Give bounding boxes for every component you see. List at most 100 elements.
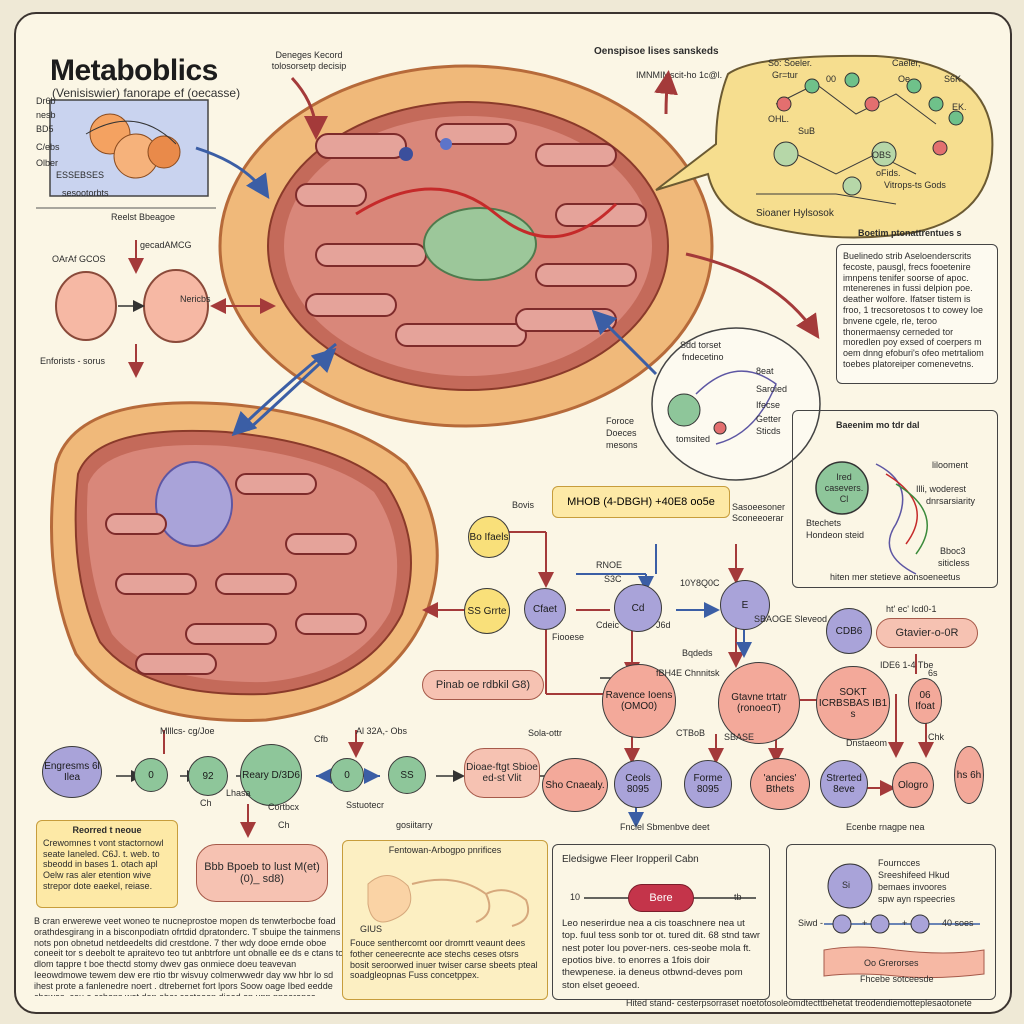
small-bubble-label-9: Getter bbox=[756, 414, 782, 424]
inset-label-3: BD5 bbox=[36, 124, 54, 134]
pathway-top-box: MHOB (4-DBGH) +40E8 oo5e bbox=[552, 486, 730, 518]
bubble-label-10: OBS bbox=[872, 150, 892, 160]
chain-label-5: Al 32A,- Obs bbox=[356, 726, 408, 736]
small-bubble-label-11: Ifecse bbox=[756, 400, 781, 410]
top-center-label: Deneges Kecord tolosorsetp decisip bbox=[271, 50, 347, 71]
pathway-bovis: Bovis bbox=[512, 500, 535, 510]
top-right-label: Oenspisoe lises sanskeds bbox=[594, 46, 719, 57]
pathway-node-13: Ceols 8095 bbox=[614, 760, 662, 808]
bubble-label-5: Oe bbox=[898, 74, 911, 84]
right-panel2-label-7: siticless bbox=[938, 558, 970, 568]
bubble-label-1: So: Soeler. bbox=[768, 58, 813, 68]
pathway-node-11: SOKT ICRBSBAS IB1 s bbox=[816, 666, 890, 740]
pathway-node-8: Gtavier-o-0R bbox=[876, 618, 978, 648]
chain-box-2: Bbb Bpoeb to lust M(et) (0)_ sd8) bbox=[196, 844, 328, 902]
pathway-node-9: Ravence Ioens (OMO0) bbox=[602, 664, 676, 738]
fantastic-box-title: Fentowan-Arbogpo pnrifices bbox=[388, 845, 502, 855]
small-bubble-label-2: fndecetino bbox=[682, 352, 724, 362]
right-panel2-label-6: Bboc3 bbox=[940, 546, 966, 556]
small-bubble-label-5: mesons bbox=[606, 440, 638, 450]
reported-box-text: Crewomnes t vont stactornowl seate Ianel… bbox=[43, 837, 164, 891]
fantastic-box: Fentowan-Arbogpo pnrifices bbox=[342, 840, 548, 1000]
fantastic-box-text: Fouce senthercomt oor dromrtt veaunt dee… bbox=[350, 938, 538, 981]
bubble-label-4: 00 bbox=[826, 74, 837, 84]
bottom-right-label-3: bemaes invoores bbox=[878, 882, 947, 892]
bubble-label-6: S6K bbox=[944, 74, 962, 84]
small-bubble-label-4: Doeces bbox=[606, 428, 637, 438]
chain-node-5: SS bbox=[388, 756, 426, 794]
inset-label-5: Olber bbox=[36, 158, 59, 168]
bottom-center-right-label: tb bbox=[734, 892, 742, 902]
left-cells-label-4: Nericbs bbox=[180, 294, 211, 304]
bottom-right-label-4: spw ayn rspeecries bbox=[878, 894, 956, 904]
right-panel2-caption: hiten mer stetieve aonsoeneetus bbox=[830, 572, 961, 582]
pathway-label-3: 10Y8Q0C bbox=[680, 578, 720, 588]
bottom-center-text: Leo neserirdue nea a cis toaschnere nea … bbox=[562, 918, 761, 991]
bubble-label-9: EK. bbox=[952, 102, 967, 112]
pathway-label-8: Bqdeds bbox=[682, 648, 713, 658]
right-panel2-label-5: Hondeon steid bbox=[806, 530, 865, 540]
page-title: Metaboblics bbox=[50, 54, 218, 87]
chain-label-8: Sola-ottr bbox=[528, 728, 563, 738]
bottom-right-chain-3: + bbox=[902, 918, 908, 928]
pathway-label-4: Fiooese bbox=[552, 632, 585, 642]
bottom-right-box bbox=[786, 844, 996, 1000]
chain-label-1: Mlllcs- cg/Joe bbox=[160, 726, 215, 736]
pathway-node-12: 06 Ifoat bbox=[908, 678, 942, 724]
right-panel2-label-4: Btechets bbox=[806, 518, 842, 528]
chain-label-10: Cortbcx bbox=[268, 802, 300, 812]
bottom-right-node: Si bbox=[842, 880, 851, 890]
small-bubble-label-3: Foroce bbox=[606, 416, 635, 426]
right-panel1-text: Buelinedo strib Aseloenderscrits fecoste… bbox=[843, 251, 984, 369]
pathway-node-17: hs 6h bbox=[954, 746, 984, 804]
inset-label-2: nesb bbox=[36, 110, 56, 120]
bottom-right-label-1: Fourncces bbox=[878, 858, 921, 868]
bubble-label-3: Caeler, bbox=[892, 58, 921, 68]
pathway-node-16: Ologro bbox=[892, 762, 934, 808]
bottom-center-pill: Bere bbox=[628, 884, 694, 912]
fantastic-box-label: GIUS bbox=[360, 924, 383, 934]
bottom-right-label-2: Sreeshifeed Hkud bbox=[878, 870, 950, 880]
diagram-artwork bbox=[36, 54, 994, 979]
pathway-label-2: S3C bbox=[604, 574, 622, 584]
inset-label-4: C/ebs bbox=[36, 142, 60, 152]
bubble-label-7: OHL. bbox=[768, 114, 790, 124]
pathway-label-9: fBH4E Chnnitsk bbox=[656, 668, 720, 678]
pathway-label-15: Chk bbox=[928, 732, 945, 742]
pathway-label-1: RNOE bbox=[596, 560, 623, 570]
pathway-node-22: Sho Cnaealy. bbox=[542, 758, 608, 812]
chain-node-2: 92 bbox=[188, 756, 228, 796]
bubble-label-2: Gr=tur bbox=[772, 70, 798, 80]
left-cells-label-1: Reelst Bbeagoe bbox=[110, 212, 176, 222]
reported-box: Reorred t neoue Crewomnes t vont stactor… bbox=[36, 820, 178, 908]
small-bubble-label-1: Sdd torset bbox=[680, 340, 722, 350]
pathway-node-1: Bo Ifaels bbox=[468, 516, 510, 558]
pathway-label-17: Fnclel Sbmenbve deet bbox=[620, 822, 710, 832]
pathway-node-18: 'ancies' Bthets bbox=[750, 758, 810, 810]
pathway-node-2: SS Grrte bbox=[464, 588, 510, 634]
chain-node-1: 0 bbox=[134, 758, 168, 792]
reported-box-title: Reorred t neoue bbox=[72, 825, 142, 835]
small-bubble-label-8: Saroied bbox=[756, 384, 788, 394]
pathway-label-18: Ecenbe rnagpe nea bbox=[846, 822, 925, 832]
pathway-label-7: SBAOGE Sleveod bbox=[754, 614, 828, 624]
pathway-label-16: ht' ec' Icd0-1 bbox=[886, 604, 937, 614]
inset-label-1: Dr6b bbox=[36, 96, 56, 106]
pathway-label-13: IDE6 1-4 Tbe bbox=[880, 660, 934, 670]
left-cells-caption: Enforists - sorus bbox=[40, 356, 106, 366]
footer-text: Hited stand- cesterpsorraset noetotosole… bbox=[626, 998, 972, 1008]
pathway-node-5: E bbox=[720, 580, 770, 630]
diagram-sheet: Metaboblics (Venisiswier) fanorape ef (o… bbox=[14, 12, 1012, 1014]
chain-label-3: Lhasa bbox=[226, 788, 251, 798]
inset-label-6: ESSEBSES bbox=[56, 170, 105, 180]
bottom-right-chain-4: 40 soes bbox=[942, 918, 974, 928]
pathway-node-10: Gtavne trtatr (ronoeoT) bbox=[718, 662, 800, 744]
pathway-node-15: Strerted 8eve bbox=[820, 760, 868, 808]
pathway-label-6: J6d bbox=[656, 620, 671, 630]
bottom-center-title: Eledsigwe Fleer Iropperil Cabn bbox=[562, 854, 699, 865]
right-panel2-node: Ired casevers. Cl bbox=[824, 472, 864, 504]
right-panel2 bbox=[792, 410, 998, 588]
small-bubble-label-6: tomsited bbox=[676, 434, 711, 444]
right-panel2-label-1: lilooment bbox=[932, 460, 969, 470]
page-subtitle: (Venisiswier) fanorape ef (oecasse) bbox=[52, 86, 241, 100]
